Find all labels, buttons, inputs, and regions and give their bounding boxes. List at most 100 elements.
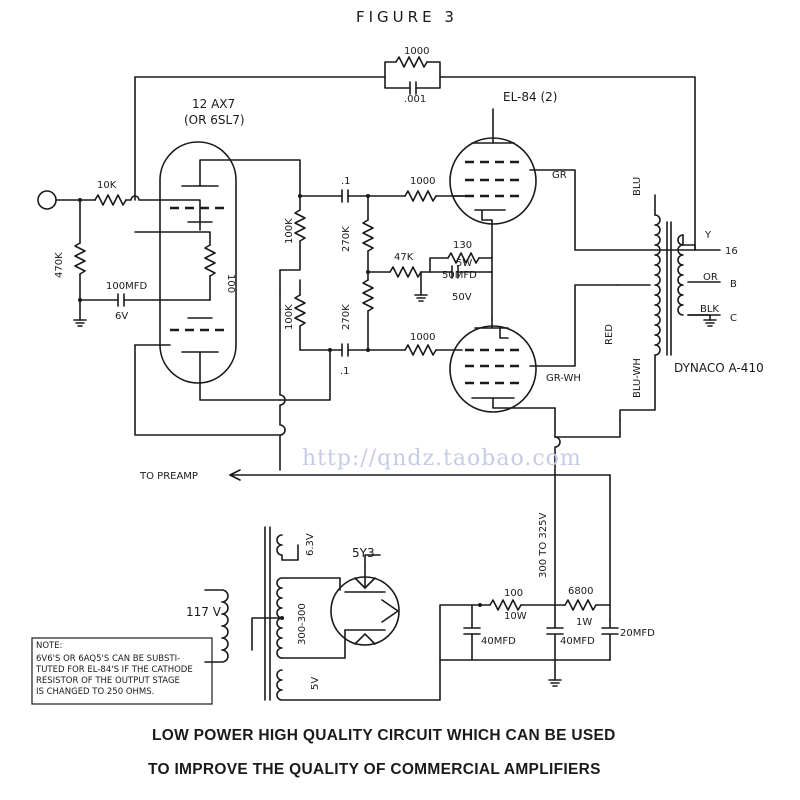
filter-cap-2-label: 40MFD <box>560 636 595 647</box>
cathode-capacitor <box>117 293 125 307</box>
filter-r1-watt: 10W <box>504 611 527 622</box>
filter-cap-1-label: 40MFD <box>481 636 516 647</box>
feedback-network: 1000 .001 <box>134 46 696 251</box>
preamp-tube: 100 12 AX7 (OR 6SL7) <box>134 97 301 401</box>
cathode-bias-resistor <box>447 252 480 264</box>
filter-cap-1 <box>463 604 481 661</box>
figure-title: FIGURE 3 <box>356 8 458 26</box>
input-resistor-label: 10K <box>97 180 117 191</box>
b-plus-rail: TO PREAMP 300 TO 325V <box>139 407 611 621</box>
ground-icon <box>414 294 428 302</box>
mains-winding <box>204 589 229 663</box>
filament-label: 5V <box>310 677 321 690</box>
lead-blu-wh: BLU-WH <box>632 358 643 398</box>
cathode-bias-cap-voltage: 50V <box>452 292 472 303</box>
heater-label: 6.3V <box>305 533 316 556</box>
grid-resistor <box>74 242 86 275</box>
preamp-tube-alt: (OR 6SL7) <box>184 113 245 127</box>
grid-leak-bottom-label: 270K <box>341 304 352 330</box>
note-line: IS CHANGED TO 250 OHMS. <box>36 687 154 697</box>
grid-leak-top-label: 270K <box>341 226 352 252</box>
primary-winding <box>654 214 661 356</box>
power-supply: 117 V 6.3V 300-300 5V 5Y3 100 10W 6800 1… <box>186 526 655 701</box>
rectifier-tube-name: 5Y3 <box>352 546 375 560</box>
output-tube-name: EL-84 (2) <box>503 90 557 104</box>
grid-stopper-top-label: 1000 <box>410 176 435 187</box>
plate-load-top-label: 100K <box>284 218 295 244</box>
ground-icon <box>548 679 562 687</box>
transformer-name: DYNACO A-410 <box>674 361 764 375</box>
filter-cap-2 <box>546 604 564 681</box>
grid-stopper-bottom <box>404 344 437 356</box>
tap-y: Y <box>704 230 712 241</box>
grid-leak-bottom <box>362 279 374 312</box>
caption-line-1: LOW POWER HIGH QUALITY CIRCUIT WHICH CAN… <box>152 727 616 744</box>
cathode-resistor-label: 100 <box>225 274 236 293</box>
mains-label: 117 V <box>186 605 222 619</box>
lead-blu: BLU <box>632 177 643 196</box>
input-stage: 10K 470K 100MFD 6V <box>37 180 211 327</box>
ground-icon <box>73 319 87 327</box>
filter-cap-3 <box>601 619 619 661</box>
cathode-cap-label: 100MFD <box>106 281 147 292</box>
bias-feed-resistor <box>389 266 422 278</box>
grid-leak-top <box>362 219 374 252</box>
grid-resistor-label: 470K <box>54 252 65 278</box>
coupling-cap-bottom <box>341 343 349 357</box>
tap-b: B <box>730 279 737 290</box>
coupling-cap-top-label: .1 <box>341 176 351 187</box>
coupling-cap-top <box>341 189 349 203</box>
tap-blk: BLK <box>700 304 719 315</box>
tap-c: C <box>730 313 737 324</box>
grid-stopper-top <box>404 190 437 202</box>
cathode-bias-cap-label: 50MFD <box>442 270 477 281</box>
filter-resistor-1 <box>489 599 522 611</box>
output-tube-top: EL-84 (2) GR <box>449 90 696 251</box>
ground-icon <box>703 319 717 327</box>
output-tube-bottom: GR-WH <box>449 284 618 413</box>
phase-splitter-network: 100K .1 1000 100K .1 1000 270K 270K <box>134 176 493 471</box>
caption-line-2: TO IMPROVE THE QUALITY OF COMMERCIAL AMP… <box>148 761 601 778</box>
filter-cap-3-label: 20MFD <box>620 628 655 639</box>
note-box: NOTE: 6V6'S OR 6AQ5'S CAN BE SUBSTI- TUT… <box>31 637 213 705</box>
note-line: RESISTOR OF THE OUTPUT STAGE <box>36 676 180 686</box>
lead-gr-wh: GR-WH <box>546 373 581 384</box>
watermark: http://qndz.taobao.com <box>302 446 582 471</box>
plate-load-bottom-label: 100K <box>284 304 295 330</box>
coupling-cap-bottom-label: .1 <box>340 366 350 377</box>
lead-red: RED <box>604 324 615 345</box>
filter-r2-label: 6800 <box>568 586 593 597</box>
arrow-left-icon <box>229 469 241 481</box>
preamp-tube-envelope <box>159 141 237 384</box>
tap-16: 16 <box>725 246 738 257</box>
note-heading: NOTE: <box>36 641 62 651</box>
plate-load-top <box>294 209 306 242</box>
feedback-resistor-label: 1000 <box>404 46 429 57</box>
input-jack-icon <box>37 190 57 210</box>
filter-resistor-2 <box>564 599 597 611</box>
cathode-cap-voltage: 6V <box>115 311 128 322</box>
tap-or: OR <box>703 272 718 283</box>
secondary-winding <box>677 234 684 316</box>
bias-feed-label: 47K <box>394 252 414 263</box>
hv-label: 300-300 <box>297 603 308 645</box>
note-line: TUTED FOR EL-84'S IF THE CATHODE <box>35 665 193 675</box>
cathode-bias-r-watt: 5W <box>456 258 472 269</box>
note-line: 6V6'S OR 6AQ5'S CAN BE SUBSTI- <box>36 654 180 664</box>
cathode-resistor <box>204 244 216 277</box>
to-preamp-label: TO PREAMP <box>139 471 198 482</box>
input-resistor <box>94 194 127 206</box>
output-tube-top-envelope <box>449 137 537 225</box>
cathode-bias-r-label: 130 <box>453 240 472 251</box>
filter-r2-watt: 1W <box>576 617 592 628</box>
feedback-capacitor-label: .001 <box>404 94 426 105</box>
lead-gr: GR <box>552 170 567 181</box>
plate-load-bottom <box>294 294 306 327</box>
b-plus-label: 300 TO 325V <box>538 512 549 578</box>
preamp-tube-name: 12 AX7 <box>192 97 235 111</box>
grid-stopper-bottom-label: 1000 <box>410 332 435 343</box>
filter-r1-label: 100 <box>504 588 523 599</box>
output-tube-bottom-envelope <box>449 325 537 413</box>
output-transformer: BLU RED BLU-WH Y 16 OR B BLK C DYNACO A-… <box>554 177 764 438</box>
